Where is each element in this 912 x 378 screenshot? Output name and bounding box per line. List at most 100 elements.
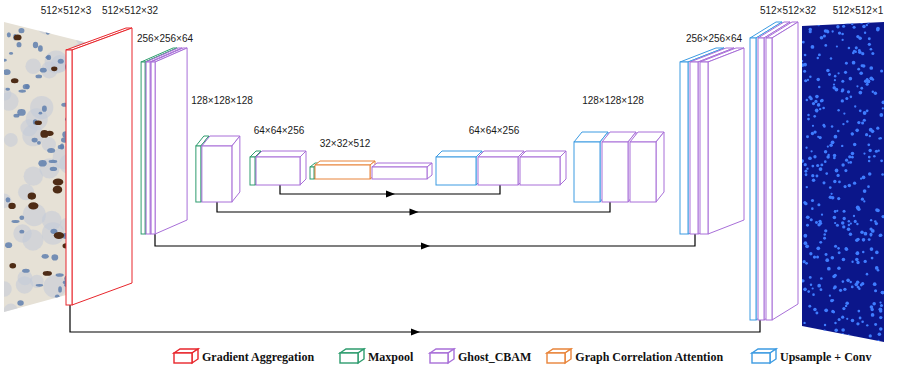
mask-dot (858, 37, 861, 40)
mask-dot (854, 220, 857, 223)
nucleus (58, 59, 64, 64)
nucleus (38, 160, 46, 167)
mask-dot (834, 75, 837, 78)
mask-dot (816, 164, 819, 167)
mask-dot (875, 150, 878, 153)
mask-dot (855, 46, 858, 49)
mask-dot (813, 155, 816, 158)
mask-dot (870, 219, 872, 221)
mask-dot (831, 256, 835, 260)
mask-dot (856, 251, 859, 254)
mask-dot (869, 76, 873, 80)
connector-line (70, 305, 760, 332)
mask-dot (813, 308, 817, 312)
mask-dot (858, 310, 861, 313)
layer-slab (766, 22, 798, 320)
dimension-label: 256×256×64 (686, 33, 742, 45)
tissue-texture (4, 304, 19, 319)
mask-dot (836, 25, 839, 28)
tissue-texture (0, 88, 11, 101)
nucleus (50, 167, 57, 171)
mask-dot (862, 251, 864, 253)
mask-dot (882, 107, 884, 109)
mask-dot (864, 232, 868, 236)
dimension-label: 512×512×32 (102, 5, 158, 17)
slab-front (66, 50, 72, 305)
dimension-label: 64×64×256 (254, 125, 305, 137)
mask-dot (837, 247, 840, 250)
layer-block: 256×256×64 (137, 33, 193, 234)
mask-dot (865, 133, 868, 136)
nucleus (11, 220, 19, 223)
slab-front (690, 62, 698, 234)
dimension-label: 128×128×128 (582, 95, 644, 107)
mask-dot (873, 155, 876, 158)
mask-dot (834, 210, 837, 213)
slab-side (772, 22, 798, 320)
slab-front (478, 157, 518, 185)
mask-dot (853, 336, 857, 340)
slab-front (315, 165, 370, 179)
nucleus (58, 145, 64, 149)
slab-side (560, 151, 566, 185)
mask-dot (862, 176, 866, 180)
mask-dot (879, 113, 883, 117)
mask-dot (837, 109, 839, 111)
mask-dot (868, 156, 871, 159)
tissue-texture (30, 275, 43, 288)
mask-dot (834, 322, 836, 324)
stained-cell (53, 179, 64, 186)
mask-dot (817, 203, 820, 206)
mask-dot (837, 266, 841, 270)
layer-slab (700, 48, 744, 234)
mask-dot (867, 20, 870, 23)
mask-dot (812, 179, 816, 183)
mask-dot (827, 145, 829, 147)
block-drawing (574, 95, 664, 202)
mask-dot (827, 267, 831, 271)
mask-dot (822, 181, 825, 184)
legend-label: Graph Correlation Attention (575, 350, 723, 364)
mask-dot (811, 45, 815, 49)
slab-front (520, 157, 560, 185)
mask-dot (838, 318, 841, 321)
mask-dot (860, 340, 864, 344)
nucleus (22, 269, 30, 273)
mask-dot (809, 30, 812, 33)
mask-dot (803, 260, 806, 263)
layer-block: 256×256×64 (680, 33, 744, 234)
mask-dot (845, 248, 848, 251)
mask-dot (848, 220, 851, 223)
nucleus (5, 242, 12, 248)
mask-dot (868, 43, 871, 46)
mask-dot (842, 225, 845, 228)
block-drawing (802, 5, 884, 342)
mask-dot (842, 307, 845, 310)
legend-swatch (750, 347, 778, 365)
mask-dot (829, 195, 832, 198)
mask-dot (806, 224, 809, 227)
nucleus (46, 55, 51, 60)
mask-dot (841, 33, 844, 36)
mask-dot (842, 123, 844, 125)
mask-dot (808, 96, 811, 99)
slab-side (656, 132, 664, 202)
block-drawing (191, 95, 253, 202)
skip-connection (280, 185, 500, 198)
layer-slab (478, 151, 524, 185)
arrowhead (421, 243, 430, 250)
slab-front (146, 62, 150, 234)
mask-dot (880, 70, 883, 73)
mask-dot (817, 136, 819, 138)
mask-dot (869, 233, 872, 236)
nucleus (32, 138, 38, 143)
slab-side (708, 48, 744, 234)
mask-dot (844, 169, 847, 172)
mask-dot (857, 68, 860, 71)
mask-dot (815, 108, 819, 112)
mask-dot (807, 216, 810, 219)
mask-dot (823, 330, 827, 334)
mask-dot (818, 53, 821, 56)
tissue-texture (25, 58, 41, 74)
stained-cell (53, 186, 63, 194)
